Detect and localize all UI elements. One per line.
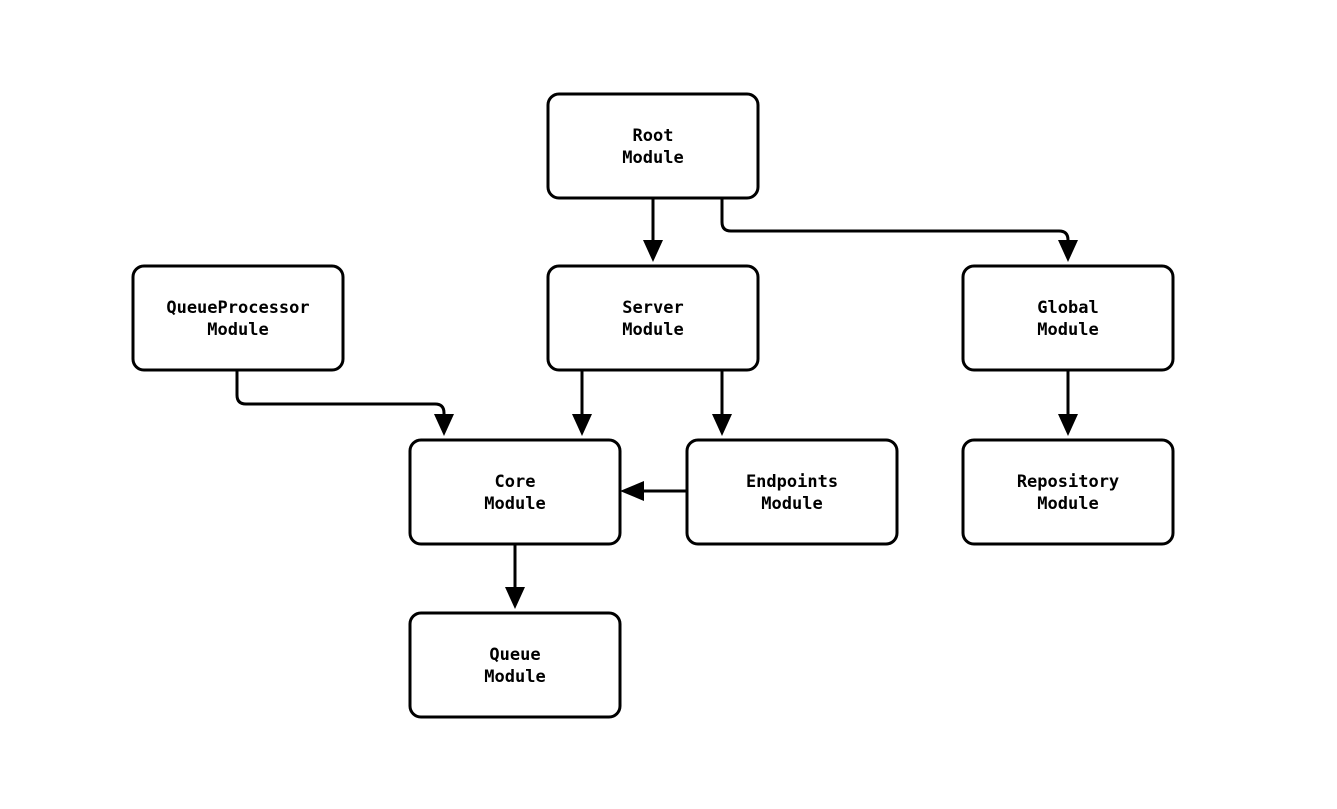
node-queueprocessor-module[interactable]: QueueProcessor Module [131, 264, 345, 372]
edge-queueprocessor-to-core-arrowhead [434, 414, 454, 436]
edge-root-to-server-arrowhead [643, 240, 663, 262]
edge-server-to-core [572, 370, 592, 436]
edge-global-to-repository [1058, 370, 1078, 436]
edge-server-to-core-arrowhead [572, 414, 592, 436]
edge-root-to-global-line [720, 198, 1070, 244]
node-repository-module-label-line2: Module [1037, 494, 1098, 514]
edge-global-to-repository-arrowhead [1058, 414, 1078, 436]
node-repository-module-label-line1: Repository [1017, 472, 1119, 492]
node-endpoints-module-label-line1: Endpoints [746, 472, 838, 492]
node-global-module-label-line1: Global [1037, 298, 1098, 318]
node-root-module-box[interactable] [546, 92, 760, 200]
edge-queueprocessor-to-core [235, 370, 454, 436]
node-queueprocessor-module-label-line2: Module [207, 320, 268, 340]
node-endpoints-module-label-line2: Module [761, 494, 822, 514]
node-core-module-label-line1: Core [495, 472, 536, 492]
node-root-module-label-line2: Module [622, 148, 683, 168]
node-endpoints-module-box[interactable] [685, 438, 899, 546]
node-server-module-box[interactable] [546, 264, 760, 372]
node-global-module-label-line2: Module [1037, 320, 1098, 340]
node-server-module[interactable]: Server Module [546, 264, 760, 372]
node-endpoints-module[interactable]: Endpoints Module [685, 438, 899, 546]
edge-queueprocessor-to-core-line [235, 370, 446, 418]
edge-root-to-server [643, 198, 663, 262]
node-queue-module-box[interactable] [408, 611, 622, 719]
node-core-module[interactable]: Core Module [408, 438, 622, 546]
node-root-module-label-line1: Root [633, 126, 674, 146]
node-repository-module[interactable]: Repository Module [961, 438, 1175, 546]
edge-server-to-endpoints-arrowhead [712, 414, 732, 436]
edge-root-to-global [720, 198, 1078, 262]
node-root-module[interactable]: Root Module [546, 92, 760, 200]
node-repository-module-box[interactable] [961, 438, 1175, 546]
node-core-module-box[interactable] [408, 438, 622, 546]
node-server-module-label-line1: Server [622, 298, 683, 318]
node-server-module-label-line2: Module [622, 320, 683, 340]
node-core-module-label-line2: Module [484, 494, 545, 514]
edge-endpoints-to-core-arrowhead [620, 481, 644, 501]
node-queue-module[interactable]: Queue Module [408, 611, 622, 719]
node-queueprocessor-module-box[interactable] [131, 264, 345, 372]
edge-root-to-global-arrowhead [1058, 240, 1078, 262]
edge-endpoints-to-core [620, 481, 687, 501]
node-queue-module-label-line1: Queue [489, 645, 540, 665]
edge-core-to-queue-arrowhead [505, 587, 525, 609]
node-global-module[interactable]: Global Module [961, 264, 1175, 372]
node-global-module-box[interactable] [961, 264, 1175, 372]
edge-server-to-endpoints [712, 370, 732, 436]
node-queue-module-label-line2: Module [484, 667, 545, 687]
node-queueprocessor-module-label-line1: QueueProcessor [166, 298, 309, 318]
edge-core-to-queue [505, 544, 525, 609]
